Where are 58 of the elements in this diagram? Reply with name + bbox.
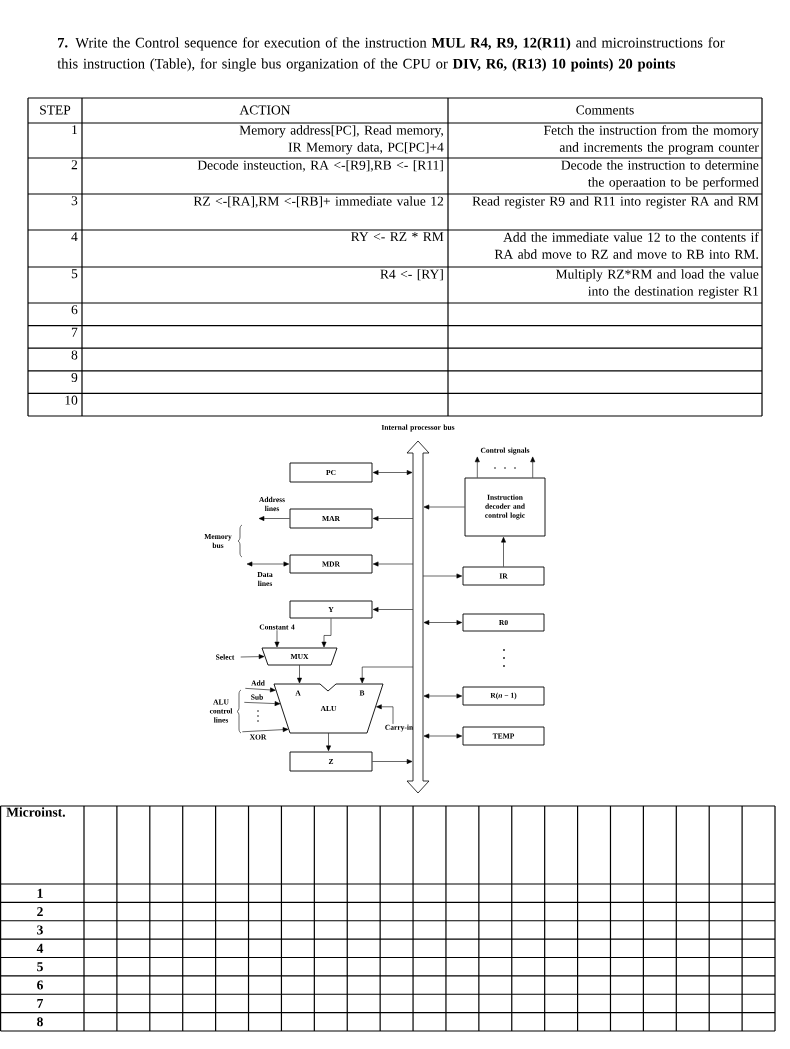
row-number: 6 xyxy=(37,980,43,990)
row-number: 5 xyxy=(37,962,43,972)
step-number: 5 xyxy=(71,269,78,279)
header-cell: STEP xyxy=(40,105,71,115)
step-number: 10 xyxy=(65,395,78,405)
arrow xyxy=(242,727,289,733)
arrow xyxy=(422,573,463,579)
arrow xyxy=(372,470,413,475)
step-number: 3 xyxy=(71,196,78,206)
step-number: 1 xyxy=(72,125,77,135)
arrow xyxy=(297,664,302,684)
table-cell: Multiply RZ*RM and load the value into the destination register R1 xyxy=(555,269,759,299)
arrow xyxy=(274,629,280,648)
table-cell: Fetch the instruction from the momory and increments the program counter xyxy=(544,125,759,155)
arrow xyxy=(246,561,290,567)
arrow xyxy=(376,704,394,725)
step-number: 9 xyxy=(71,373,78,383)
row-number: 8 xyxy=(37,1017,43,1027)
step-number: 4 xyxy=(71,232,78,242)
arrow xyxy=(258,516,290,521)
table-cell: RY <- RZ * RM xyxy=(351,232,444,242)
header-cell: Comments xyxy=(576,105,634,115)
arrow xyxy=(423,733,463,739)
arrow xyxy=(474,456,480,478)
table-cell: R4 <- [RY] xyxy=(380,269,443,281)
arrow xyxy=(372,561,414,567)
arrow xyxy=(244,701,281,706)
table-cell: RZ <-[RA],RM <-[RB]+ immediate value 12 xyxy=(193,196,444,208)
arrow xyxy=(240,654,265,660)
step-number: 2 xyxy=(71,160,78,170)
step-number: 7 xyxy=(71,327,78,337)
step-number: 8 xyxy=(71,350,78,360)
question-text: 7. Write the Control sequence for execution of the instruction MUL R4, R9, 12(R11) and microinstructions for this instruction (Table), for single bus organization of the CPU or DIV, R6, (R13) 10 points) 20 points xyxy=(57,37,725,72)
arrow xyxy=(326,732,331,752)
arrow xyxy=(359,666,414,684)
row-number: 2 xyxy=(37,907,43,917)
arrow xyxy=(423,693,463,699)
arrow xyxy=(321,618,332,648)
row-number: 1 xyxy=(37,888,43,898)
table-cell: Memory address[PC], Read memory, IR Memory data, PC[PC]+4 xyxy=(239,125,444,155)
arrow xyxy=(501,536,506,567)
table-cell: Decode the instruction to determine the operaation to be performed xyxy=(561,160,759,190)
arrow xyxy=(423,504,465,510)
row-number: 4 xyxy=(36,943,44,953)
arrow xyxy=(423,620,463,625)
table-cell: Add the immediate value 12 to the contents if RA abd move to RZ and move to RB into RM. xyxy=(494,232,759,259)
table-cell: Read register R9 and R11 into register RA and RM xyxy=(472,196,759,209)
row-number: 7 xyxy=(37,999,44,1008)
header-cell: ACTION xyxy=(239,105,291,115)
row-number: 3 xyxy=(37,925,43,935)
arrow xyxy=(372,607,414,612)
step-number: 6 xyxy=(71,305,78,315)
arrow xyxy=(530,456,536,478)
table-cell: Decode insteuction, RA <-[R9],RB <- [R11] xyxy=(197,160,443,172)
arrow xyxy=(372,759,413,764)
arrow xyxy=(372,516,414,521)
arrow xyxy=(245,687,276,693)
header-cell: Microinst. xyxy=(6,807,65,817)
